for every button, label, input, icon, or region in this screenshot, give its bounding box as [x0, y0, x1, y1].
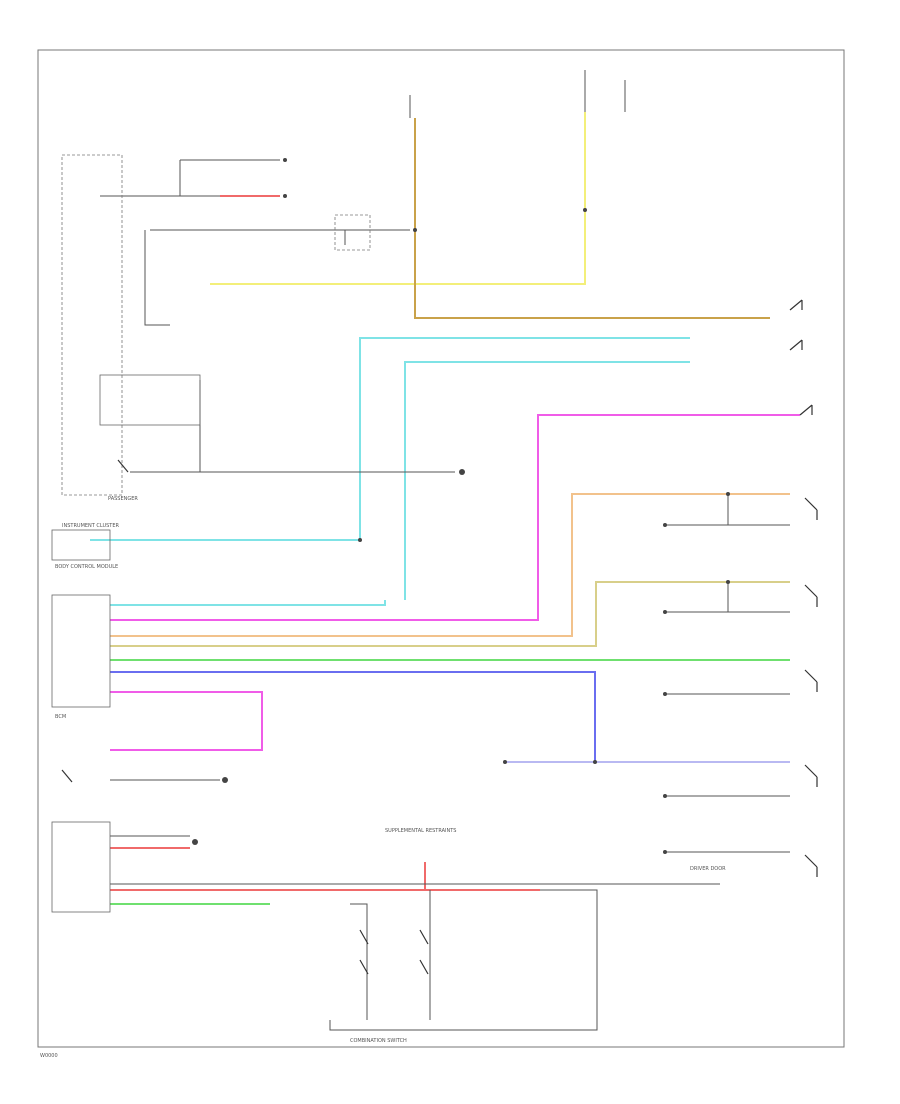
cyan-wire	[90, 337, 690, 606]
tan-wire	[414, 118, 770, 319]
khaki-wire	[110, 581, 790, 647]
diagram-frame	[37, 49, 845, 1048]
orange-wire	[110, 493, 790, 637]
passenger-label: PASSENGER	[108, 496, 138, 502]
driver-door-label: DRIVER DOOR	[690, 866, 726, 872]
magenta-wire	[110, 414, 800, 751]
blue-wire	[110, 671, 596, 762]
supplemental-label: SUPPLEMENTAL RESTRAINTS	[385, 828, 456, 834]
bcm-label: BCM	[55, 714, 66, 720]
red-wire	[110, 195, 540, 891]
component-boxes	[51, 154, 371, 913]
switch-contacts	[61, 299, 818, 975]
instrument-cluster-label: INSTRUMENT CLUSTER	[62, 523, 120, 529]
connector-dots	[192, 158, 730, 854]
combination-switch-label: COMBINATION SWITCH	[350, 1038, 407, 1044]
green-wire	[110, 659, 790, 905]
yellow-wire	[210, 112, 586, 285]
body-control-label: BODY CONTROL MODULE	[55, 564, 118, 570]
black-wires	[100, 70, 790, 1031]
footer-code: W0000	[40, 1053, 58, 1059]
